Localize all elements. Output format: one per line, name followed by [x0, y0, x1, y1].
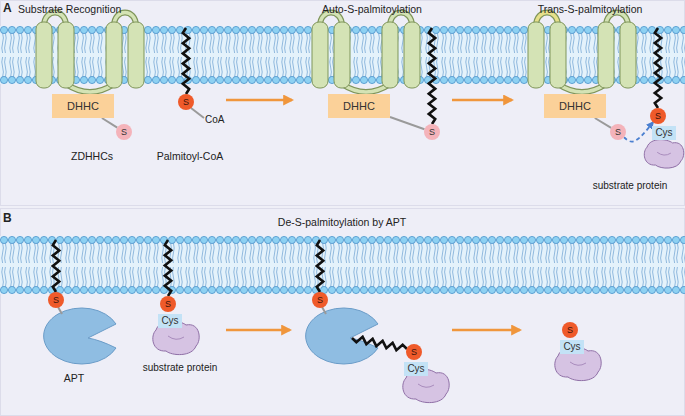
step-arrow — [452, 329, 520, 332]
thiol-sulfur: S — [116, 124, 132, 140]
zdhhc-protein — [528, 13, 636, 93]
node-text: Cys — [161, 316, 178, 326]
molecule-label: substrate protein — [593, 180, 668, 192]
cysteine-residue: Cys — [652, 126, 676, 140]
step-title: Substrate Recognition — [18, 3, 121, 16]
lipid-bilayer — [0, 236, 685, 294]
cysteine-residue: Cys — [560, 340, 584, 354]
protein-fold-line — [570, 362, 586, 365]
panel-frame — [1, 1, 685, 206]
apt-enzyme-shape — [44, 308, 116, 364]
zdhhc-protein — [36, 13, 144, 93]
node-text: S — [429, 128, 435, 137]
thioester-sulfur: S — [312, 292, 328, 308]
thioester-sulfur: S — [650, 108, 666, 124]
node-text: Cys — [655, 128, 672, 138]
step-arrow — [226, 99, 292, 102]
step-title: De-S-palmitoylation by APT — [278, 216, 406, 229]
zdhhc-protein — [312, 13, 420, 93]
node-text: S — [165, 300, 171, 309]
molecule-label: APT — [64, 372, 84, 385]
node-text: S — [183, 98, 189, 107]
node-text: S — [121, 128, 127, 137]
node-text: Cys — [563, 342, 580, 352]
substrate-protein-shape — [644, 140, 683, 168]
palmitoyl-chain — [183, 28, 189, 94]
node-text: S — [567, 326, 573, 335]
dhhc-domain: DHHC — [328, 94, 390, 118]
node-text: DHHC — [559, 101, 591, 112]
thioester-sulfur: S — [160, 296, 176, 312]
palmitoyl-chain — [53, 240, 59, 292]
cysteine-residue: Cys — [158, 314, 182, 328]
palmitoyl-chain — [352, 337, 407, 350]
thioester-sulfur: S — [406, 344, 422, 360]
node-text: S — [53, 296, 59, 305]
linker-line — [58, 307, 62, 314]
protein-fold-line — [418, 384, 434, 387]
dhhc-domain: DHHC — [52, 94, 114, 118]
node-text: S — [317, 296, 323, 305]
molecule-label: Palmitoyl-CoA — [157, 150, 224, 163]
linker-line — [102, 118, 117, 128]
thioester-sulfur: S — [562, 322, 578, 338]
apt-enzyme-shape — [306, 308, 378, 364]
step-arrow — [452, 99, 512, 102]
palmitoyl-chain — [655, 28, 661, 108]
thioester-sulfur: S — [48, 292, 64, 308]
node-text: S — [655, 112, 661, 121]
node-text: Cys — [407, 364, 424, 374]
thiol-sulfur: S — [424, 124, 440, 140]
linker-line — [191, 108, 204, 118]
node-text: DHHC — [67, 101, 99, 112]
molecule-label: ZDHHCs — [71, 150, 113, 163]
palmitoyl-chain — [317, 240, 323, 292]
cysteine-residue: Cys — [404, 362, 428, 376]
thiol-sulfur: S — [610, 124, 626, 140]
palmitoyl-chain — [429, 28, 435, 124]
linker-line — [595, 118, 611, 128]
group-label: CoA — [205, 114, 224, 126]
panel-letter: A — [3, 1, 12, 15]
molecule-label: substrate protein — [143, 362, 218, 374]
step-arrow — [226, 329, 290, 332]
step-title: Trans-S-palmitoylation — [538, 3, 643, 16]
transfer-arrow — [624, 122, 653, 141]
panel-letter: B — [3, 211, 12, 225]
protein-fold-line — [657, 152, 671, 155]
node-text: S — [615, 128, 621, 137]
linker-line — [390, 117, 424, 129]
linker-line — [322, 307, 326, 314]
palmitoyl-chain — [165, 240, 171, 296]
dhhc-domain: DHHC — [544, 94, 606, 118]
thioester-sulfur: S — [178, 94, 194, 110]
panel-frame — [1, 209, 685, 416]
step-title: Auto-S-palmitoylation — [322, 3, 422, 16]
node-text: S — [411, 348, 417, 357]
node-text: DHHC — [343, 101, 375, 112]
protein-fold-line — [168, 336, 184, 339]
